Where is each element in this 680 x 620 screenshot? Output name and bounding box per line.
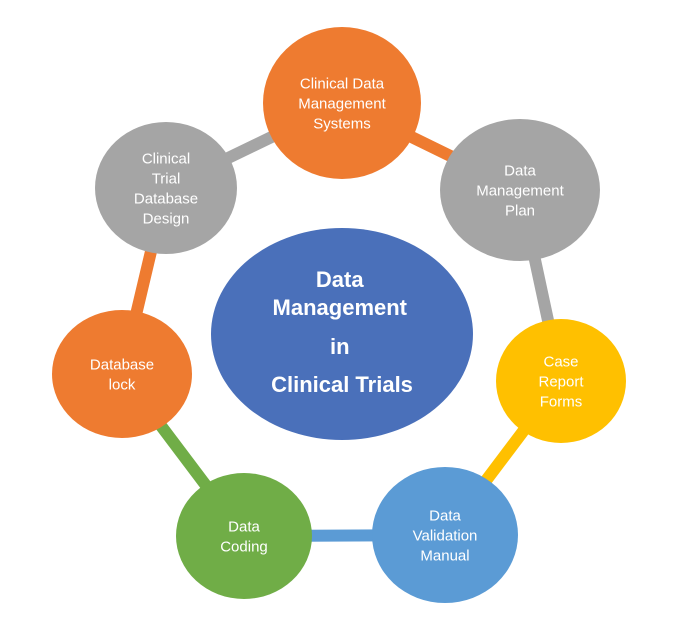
node-label-line: Plan <box>505 202 535 219</box>
node-label-line: Clinical <box>142 150 190 167</box>
center-hub: Data Management in Clinical Trials <box>211 228 473 440</box>
node-database-lock: Database lock <box>52 310 192 438</box>
node-label-line: Manual <box>420 547 469 564</box>
node-label-line: Systems <box>313 115 371 132</box>
node-label-line: Database <box>90 356 154 373</box>
node-label-line: Report <box>538 373 584 390</box>
center-title-line: Clinical Trials <box>271 372 413 397</box>
node-label-line: Case <box>543 353 578 370</box>
center-title-line: in <box>330 334 350 359</box>
node-label-line: Trial <box>152 170 181 187</box>
center-ellipse <box>211 228 473 440</box>
node-label-line: Management <box>476 182 564 199</box>
node-label-line: Data <box>504 162 536 179</box>
node-circle <box>496 319 626 443</box>
node-circle <box>440 119 600 261</box>
node-label-line: Database <box>134 190 198 207</box>
center-title: Data Management in Clinical Trials <box>271 267 413 397</box>
node-label-line: Data <box>228 518 260 535</box>
node-circle <box>176 473 312 599</box>
node-circle <box>372 467 518 603</box>
node-label-line: Data <box>429 507 461 524</box>
node-label-line: Forms <box>540 393 583 410</box>
node-circle <box>263 27 421 179</box>
node-label-line: Clinical Data <box>300 75 385 92</box>
center-title-line: Data <box>316 267 364 292</box>
node-label-line: lock <box>109 376 136 393</box>
node-label-line: Management <box>298 95 386 112</box>
node-circle <box>95 122 237 254</box>
center-title-line: Management <box>273 295 408 320</box>
node-label-line: Validation <box>413 527 478 544</box>
node-circle <box>52 310 192 438</box>
node-label: Database lock <box>90 356 154 393</box>
node-label-line: Coding <box>220 538 268 555</box>
node-label-line: Design <box>143 210 190 227</box>
